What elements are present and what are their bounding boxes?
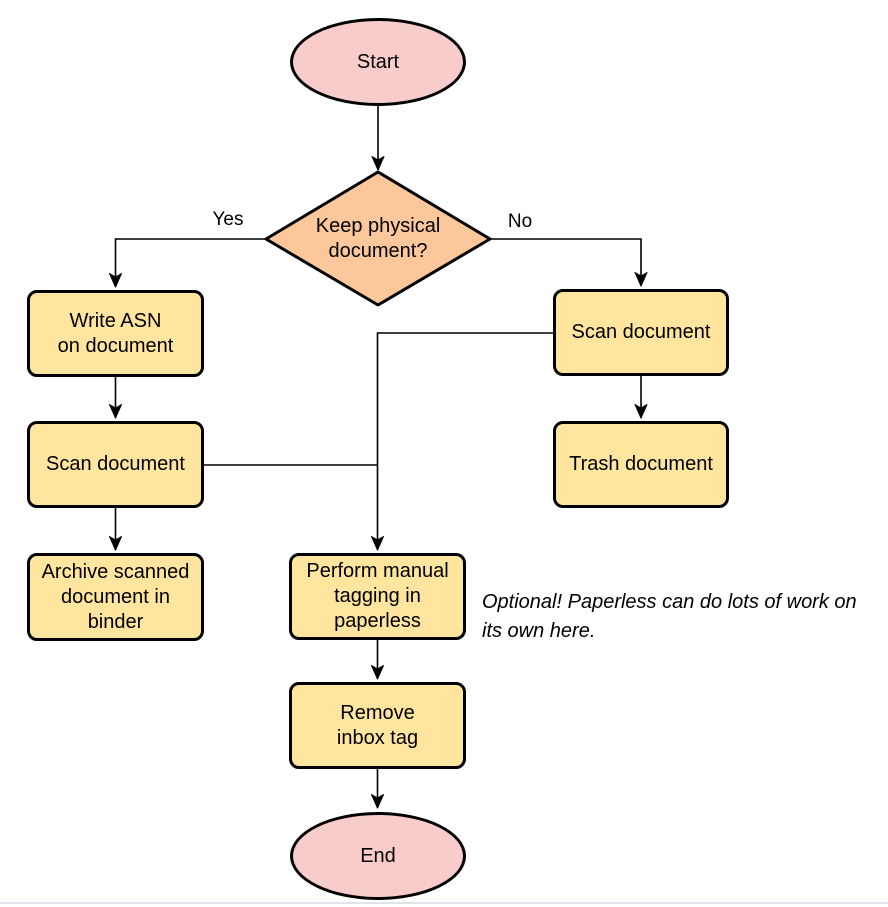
edge-decision-no bbox=[490, 238, 648, 287]
edge-decision-yes bbox=[109, 238, 266, 288]
node-archive-document-label: Archive scanned document in binder bbox=[41, 560, 190, 633]
node-write-asn: Write ASN on document bbox=[27, 290, 204, 377]
node-remove-inbox-tag: Remove inbox tag bbox=[289, 682, 466, 769]
node-end-label: End bbox=[360, 844, 396, 867]
node-write-asn-label: Write ASN on document bbox=[57, 309, 174, 357]
node-decision-label: Keep physical document? bbox=[315, 214, 441, 262]
node-manual-tagging-label: Perform manual tagging in paperless bbox=[306, 560, 449, 632]
node-remove-inbox-tag-label: Remove inbox tag bbox=[336, 701, 419, 749]
node-decision: Keep physical document? bbox=[262, 168, 494, 309]
node-scan-document-right-label: Scan document bbox=[571, 321, 711, 343]
node-scan-document-left-label: Scan document bbox=[46, 453, 185, 475]
node-trash-document-label: Trash document bbox=[569, 453, 713, 475]
node-end: End bbox=[290, 812, 466, 900]
node-manual-tagging: Perform manual tagging in paperless bbox=[289, 553, 466, 640]
diamond-shape bbox=[264, 170, 492, 307]
optional-note: Optional! Paperless can do lots of work … bbox=[482, 591, 857, 642]
node-start-label: Start bbox=[356, 50, 400, 73]
node-start: Start bbox=[290, 18, 466, 106]
edge-scanright-to-tagging bbox=[371, 332, 553, 551]
node-archive-document: Archive scanned document in binder bbox=[27, 553, 204, 641]
footer-divider bbox=[0, 902, 888, 904]
edge-label-yes: Yes bbox=[212, 209, 244, 230]
node-trash-document: Trash document bbox=[553, 421, 729, 508]
node-scan-document-right: Scan document bbox=[553, 289, 729, 376]
node-scan-document-left: Scan document bbox=[27, 421, 204, 508]
edge-label-no: No bbox=[507, 211, 533, 232]
